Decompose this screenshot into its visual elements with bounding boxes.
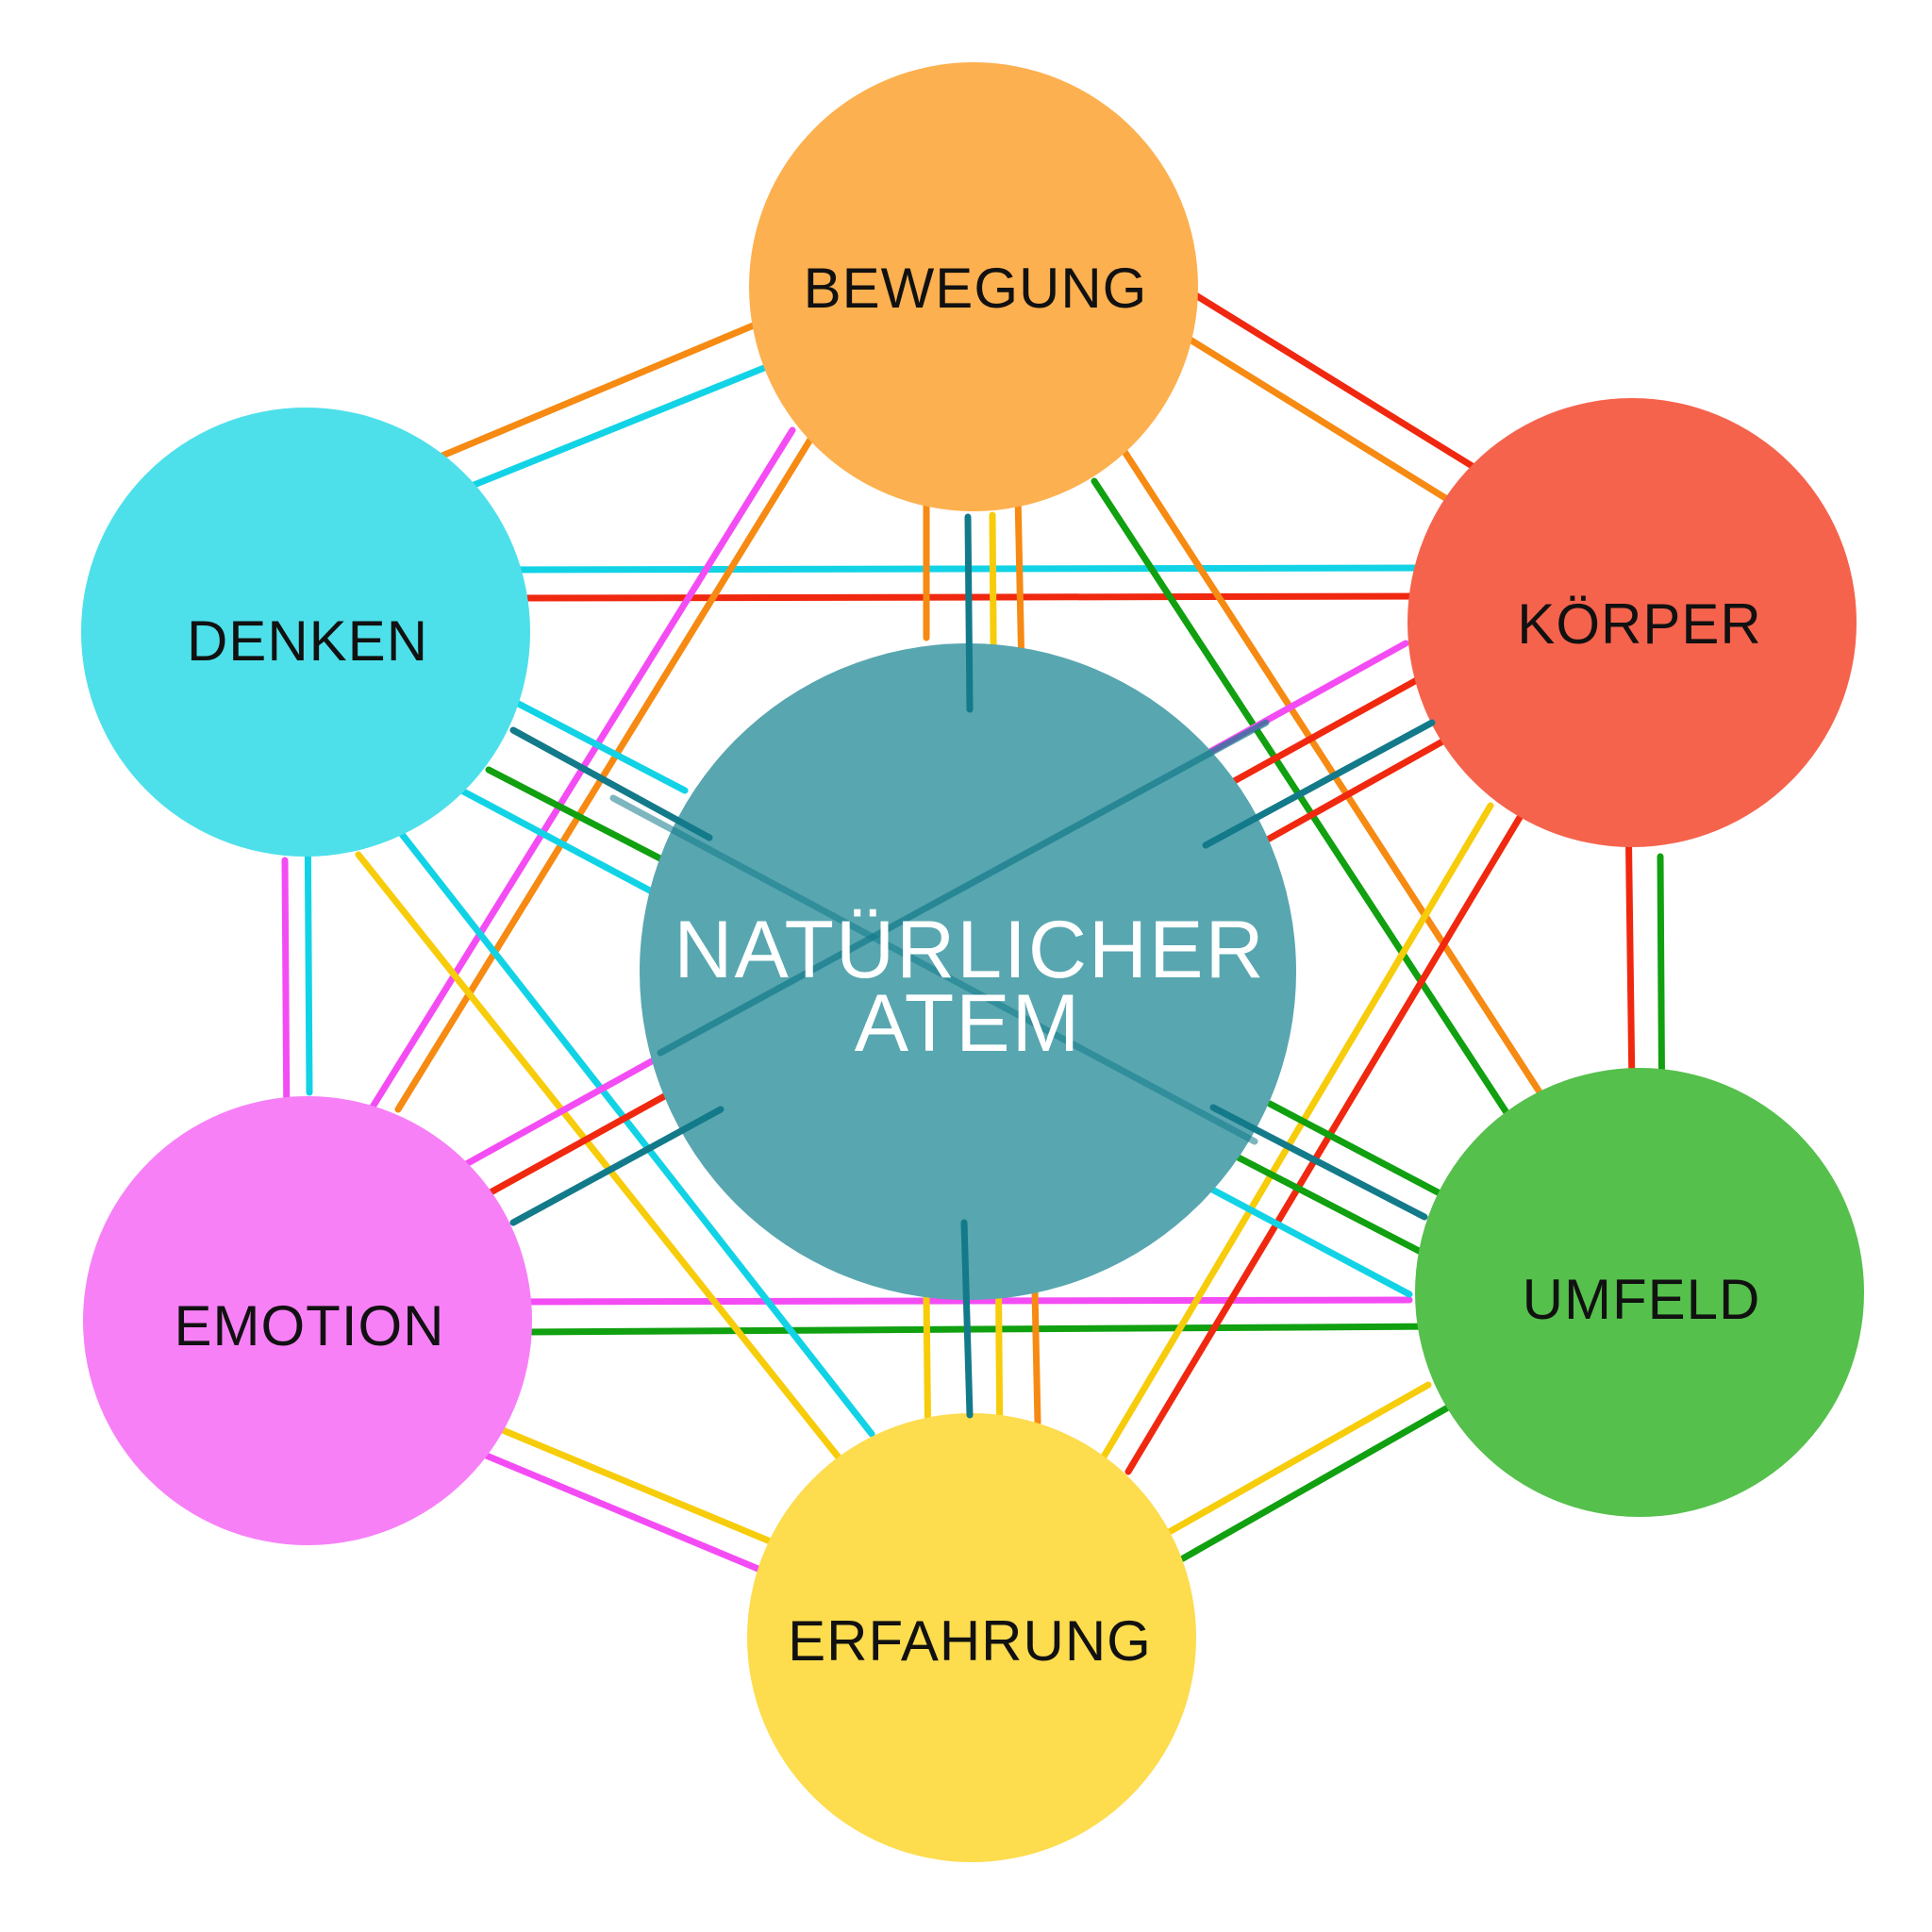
link-emotion-erfahrung [440,1434,764,1574]
link-emotion-umfeld [500,1296,1413,1306]
label-center-line1: NATÜRLICHER [674,905,1265,995]
link-emotion-denken [281,857,291,1140]
node-emotion [83,1096,532,1545]
link-erfahrung-denken [355,851,879,1507]
link-bewegung-koerper [1138,306,1458,508]
link-center-cross-a [657,719,1270,1057]
node-erfahrung [747,1413,1196,1862]
node-natuerlicher-atem [640,643,1296,1300]
link-koerper-erfahrung [1124,777,1545,1475]
link-denken-koerper [481,564,1426,574]
link-center-erfahrung [960,1219,974,1419]
link-center-cross-b [609,794,1258,1145]
label-umfeld: UMFELD [1523,1268,1761,1331]
label-erfahrung: ERFAHRUNG [788,1609,1152,1673]
label-koerper: KÖRPER [1517,592,1761,656]
link-emotion-bewegung [351,426,796,1140]
outer-nodes [81,62,1864,1862]
link-bewegung-denken [427,304,800,464]
link-erfahrung-umfeld [1119,1381,1432,1562]
node-koerper [1407,398,1857,847]
link-center-emotion [509,1106,724,1226]
node-bewegung [749,62,1198,511]
link-center-denken [509,726,713,841]
label-center-line2: ATEM [855,978,1082,1069]
center-connector-lines [509,513,1436,1419]
node-labels: BEWEGUNG KÖRPER UMFELD ERFAHRUNG EMOTION… [175,257,1761,1673]
link-umfeld-erfahrung [1179,1385,1485,1562]
label-emotion: EMOTION [175,1294,445,1357]
link-erfahrung-koerper [1070,802,1494,1511]
link-umfeld-bewegung [1091,477,1541,1164]
link-center-umfeld [1209,1104,1428,1221]
link-bewegung-umfeld [1085,392,1551,1108]
label-bewegung: BEWEGUNG [804,257,1148,320]
link-koerper-umfeld [1624,804,1636,1094]
link-denken-bewegung [414,364,768,511]
label-denken: DENKEN [187,609,428,673]
link-center-koerper [1202,719,1436,849]
link-umfeld-emotion [521,1323,1451,1336]
link-center-bewegung [964,513,974,713]
node-denken [81,408,530,857]
node-umfeld [1415,1068,1864,1517]
